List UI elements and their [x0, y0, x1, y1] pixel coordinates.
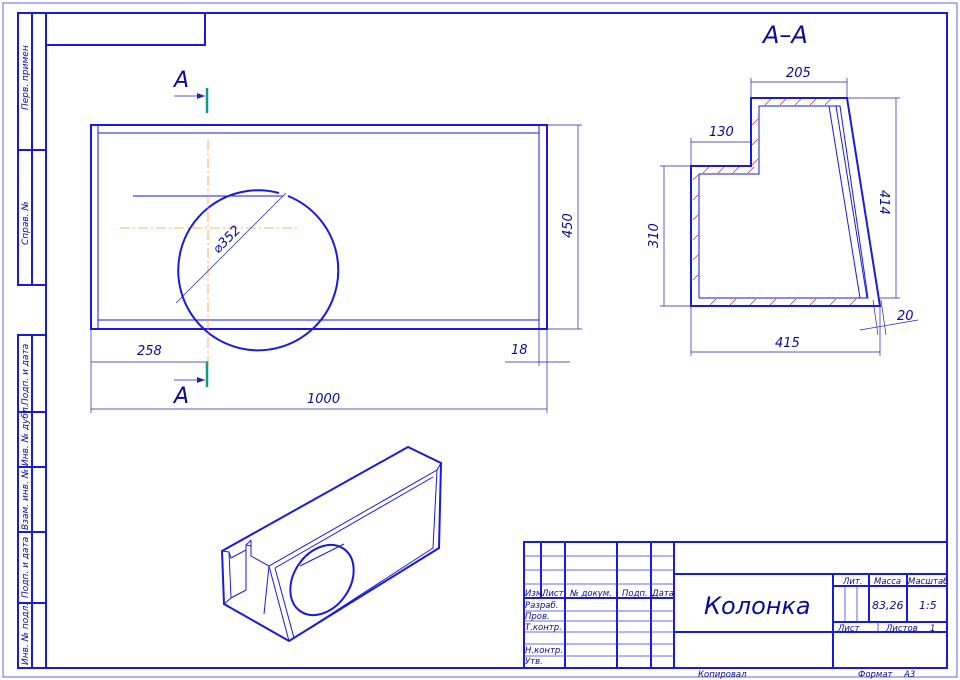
dim-step-130: 130	[709, 125, 734, 140]
dim-angle-20: 20	[897, 309, 914, 324]
dim-left-310: 310	[647, 223, 662, 248]
tb-prov: Пров.	[525, 612, 550, 622]
tb-kopiroval: Копировал	[698, 670, 747, 680]
section-title: А–А	[761, 21, 808, 49]
tb-listov-value: 1	[930, 624, 935, 634]
dim-bottom-415: 415	[775, 336, 800, 351]
tb-data: Дата	[651, 589, 674, 599]
left-strip: Перв. примен Справ. № Подп. и дата Инв. …	[17, 12, 47, 669]
tb-masshtab: Масштаб	[908, 577, 948, 587]
cut-label-bottom: А	[172, 384, 189, 409]
tb-mass-value: 83,26	[872, 599, 904, 612]
tb-utv: Утв.	[525, 657, 543, 667]
iso-speaker-hole	[289, 543, 355, 617]
dim-right-414: 414	[876, 190, 891, 215]
label-podp-data-1: Подп. и дата	[21, 344, 31, 405]
tb-izm: Изм.	[525, 589, 545, 599]
label-inv-podl: Инв. № подл.	[21, 603, 31, 665]
tb-podp: Подп.	[622, 589, 648, 599]
tb-list-label: Лист	[837, 624, 861, 634]
tb-lit: Лит.	[842, 577, 863, 587]
label-perv-primen: Перв. примен	[21, 45, 31, 110]
title-block: Изм. Лист № докум. Подп. Дата Разраб. Пр…	[523, 541, 948, 680]
tb-razrab: Разраб.	[525, 601, 558, 611]
tb-n-dokum: № докум.	[569, 589, 612, 599]
dim-offset-258: 258	[137, 344, 162, 359]
tb-massa: Масса	[874, 577, 901, 587]
tb-format-label: Формат	[858, 670, 894, 680]
tb-format-value: А3	[903, 670, 915, 680]
section-cut-marks: А А	[172, 68, 209, 409]
front-view: ⌀352	[90, 124, 548, 370]
tb-scale-value: 1:5	[919, 599, 937, 612]
tb-list: Лист	[541, 589, 565, 599]
label-sprav: Справ. №	[21, 201, 31, 245]
tb-product-name: Колонка	[704, 592, 811, 620]
label-vzam-inv: Взам. инв. №	[21, 469, 31, 530]
tb-nkontr: Н.контр.	[525, 646, 563, 656]
diameter-dim-line	[175, 192, 287, 304]
dim-height-450: 450	[561, 213, 576, 238]
main-frame	[45, 12, 948, 669]
label-inv-dubl: Инв. № дубл.	[21, 404, 31, 466]
speaker-hole	[177, 189, 340, 352]
section-dimensions: 205 130 310 414 415 20	[647, 66, 919, 356]
top-left-box	[46, 13, 206, 46]
dim-length-1000: 1000	[307, 392, 340, 407]
isometric-view	[220, 445, 443, 643]
dim-top-205: 205	[786, 66, 811, 81]
dim-wall-18: 18	[511, 343, 528, 358]
front-view-dimensions: 450 258 18 1000	[90, 124, 582, 413]
cut-label-top: А	[172, 68, 189, 93]
label-podp-data-2: Подп. и дата	[21, 537, 31, 598]
tb-tkontr: Т.контр.	[525, 623, 562, 633]
tb-listov-label: Листов	[885, 624, 918, 634]
